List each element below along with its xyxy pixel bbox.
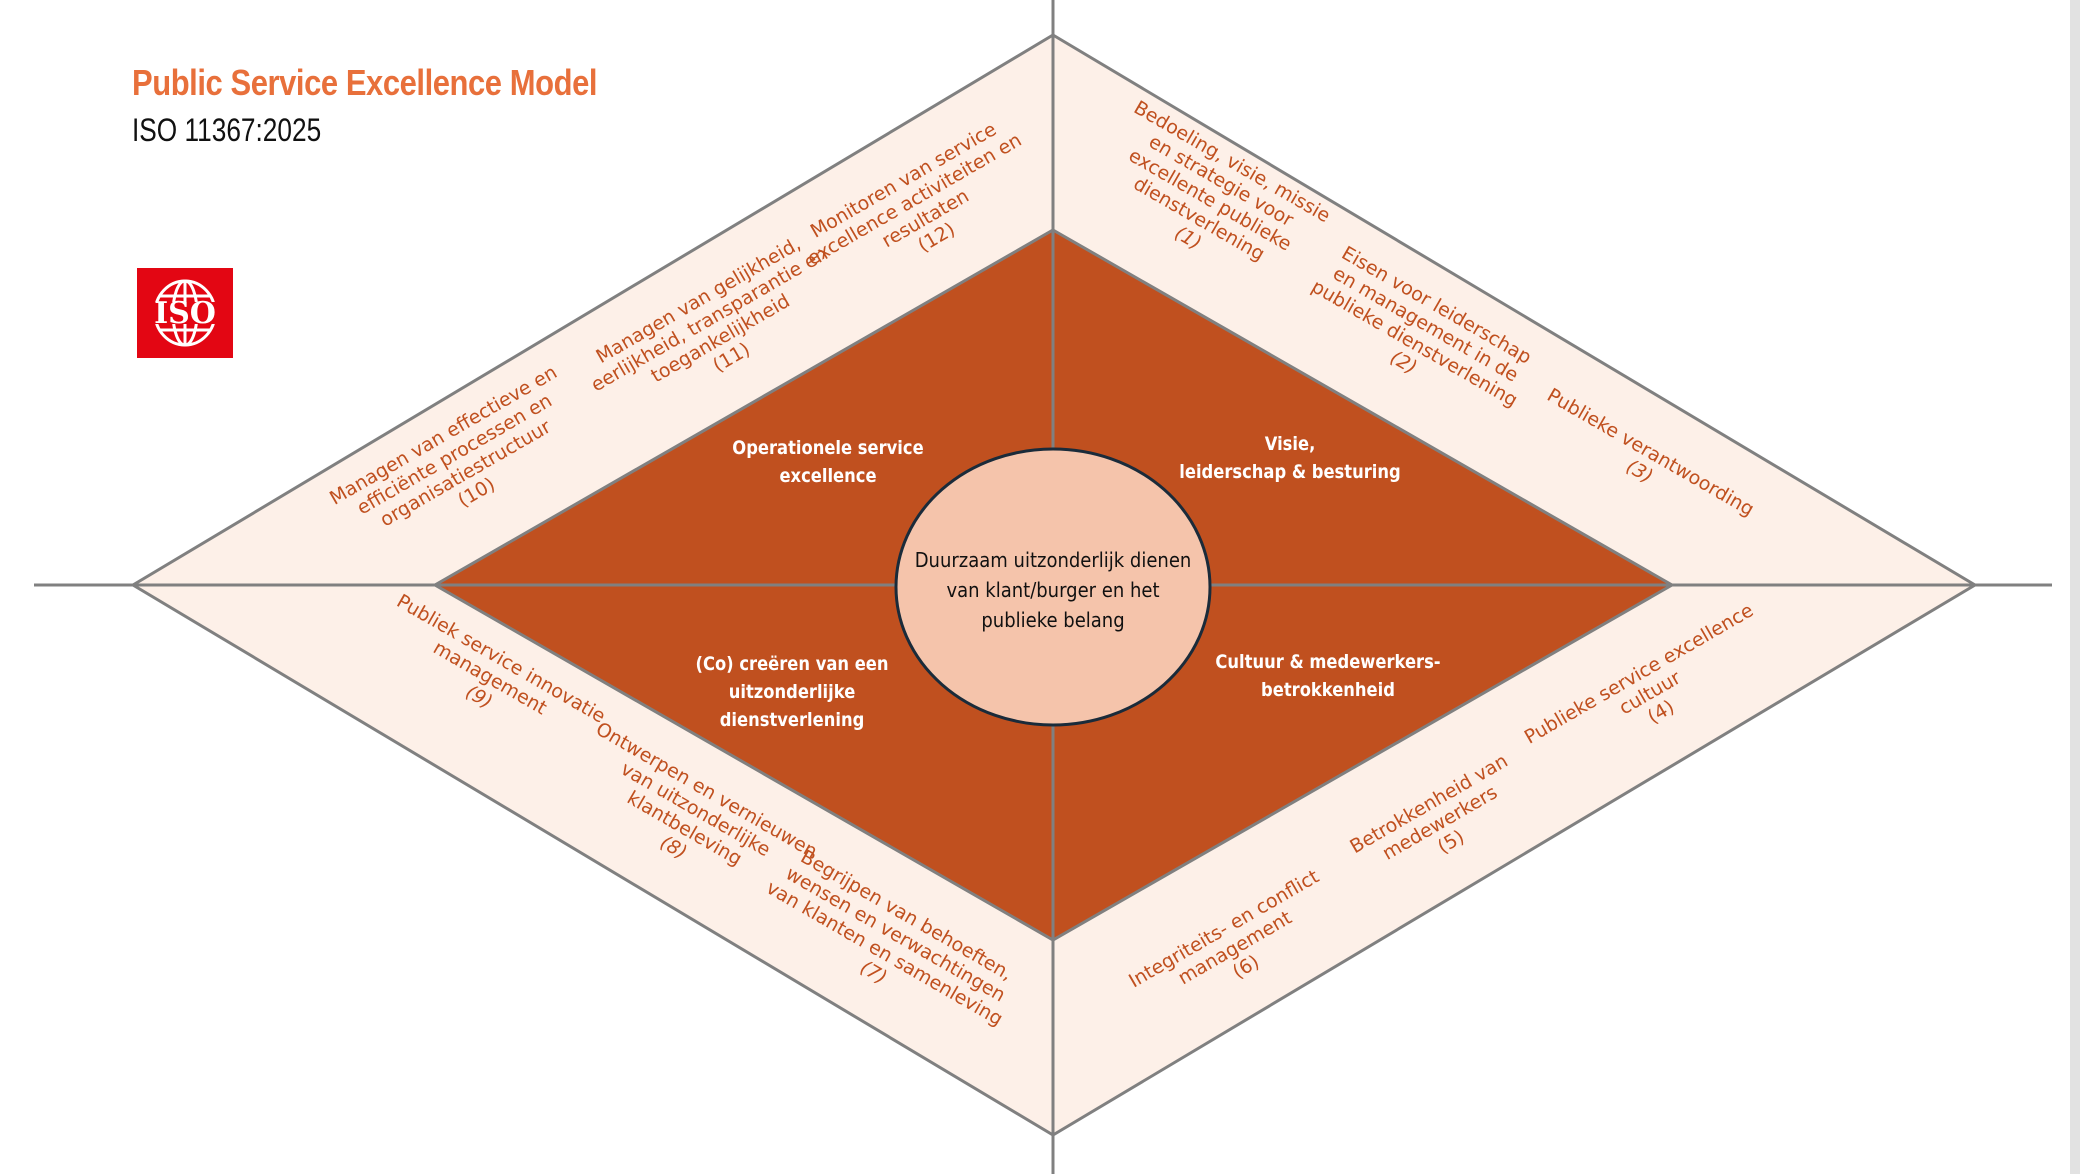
label-line: (Co) creëren van een [695, 653, 889, 675]
label-line: publieke belang [981, 608, 1125, 632]
label-line: leiderschap & besturing [1179, 461, 1401, 483]
label-line: uitzonderlijke [728, 681, 856, 703]
label-line: Duurzaam uitzonderlijk dienen [914, 548, 1192, 572]
scrollbar[interactable] [2070, 0, 2080, 1174]
page-title: Public Service Excellence Model [132, 62, 598, 103]
quadrant-label-cocreation: (Co) creëren van een uitzonderlijke dien… [695, 650, 888, 734]
label-line: Cultuur & medewerkers- [1215, 651, 1441, 673]
center-core-label: Duurzaam uitzonderlijk dienen van klant/… [915, 545, 1192, 635]
globe-icon: ISO [145, 279, 225, 347]
label-line: Operationele service [732, 437, 924, 459]
center-circle [894, 447, 1212, 727]
standard-number: ISO 11367:2025 [132, 112, 322, 148]
quadrant-label-culture: Cultuur & medewerkers- betrokkenheid [1215, 648, 1440, 704]
label-line: betrokkenheid [1261, 679, 1395, 701]
quadrant-label-operational: Operationele service excellence [732, 434, 923, 490]
iso-logo-text: ISO [154, 296, 216, 331]
label-line: excellence [779, 465, 877, 487]
quadrant-label-vision: Visie, leiderschap & besturing [1179, 430, 1400, 486]
label-line: Visie, [1264, 433, 1316, 455]
label-line: dienstverlening [719, 709, 865, 731]
label-line: van klant/burger en het [946, 578, 1160, 602]
iso-logo: ISO [137, 268, 233, 358]
